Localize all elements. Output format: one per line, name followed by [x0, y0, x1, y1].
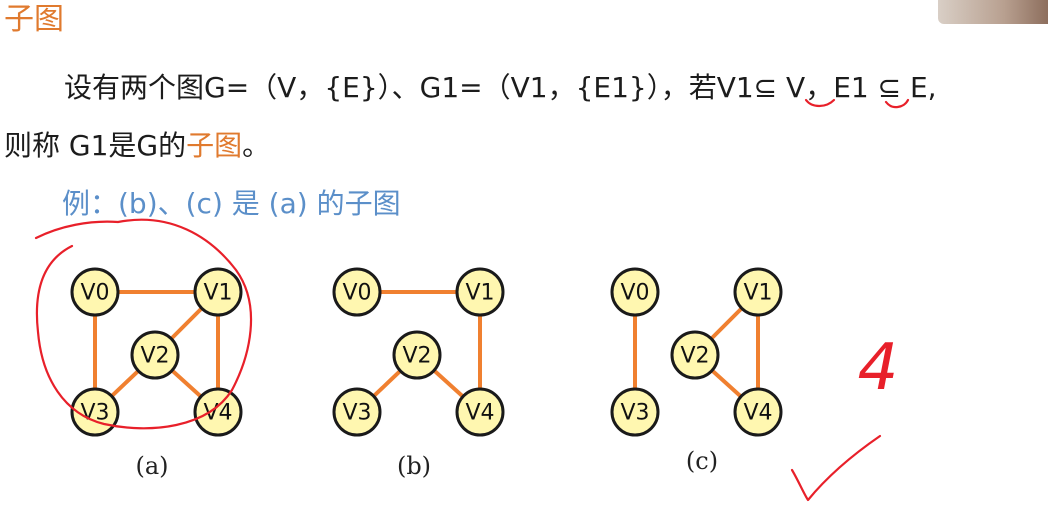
definition-line-2: 则称 G1是G的子图。: [4, 124, 270, 164]
node-label-v1: V1: [743, 281, 772, 306]
definition-highlight: 子图: [186, 129, 243, 162]
node-v1: [193, 267, 243, 317]
node-v4: [193, 387, 243, 437]
node-label-v4: V4: [465, 401, 494, 426]
node-v3: [610, 387, 660, 437]
node-label-v3: V3: [342, 401, 371, 426]
hand-underline-v1: [804, 98, 836, 108]
node-v0: [610, 267, 660, 317]
node-label-v3: V3: [620, 401, 649, 426]
definition-text: 则称 G1是G的: [4, 129, 187, 162]
graph-caption: (c): [686, 447, 718, 475]
graph-caption: (b): [397, 452, 431, 480]
node-label-v2: V2: [680, 344, 709, 369]
node-label-v4: V4: [743, 401, 772, 426]
handwritten-number: 4: [858, 331, 899, 405]
definition-period: 。: [242, 129, 271, 162]
node-v0: [70, 267, 120, 317]
node-v3: [332, 387, 382, 437]
example-text: 例：(b)、(c) 是 (a) 的子图: [62, 187, 401, 220]
node-label-v1: V1: [465, 281, 494, 306]
page-title: 子图: [4, 2, 64, 37]
hand-underline-v: [884, 98, 910, 109]
graph-caption: (a): [135, 452, 168, 480]
node-v4: [733, 387, 783, 437]
node-label-v0: V0: [620, 281, 649, 306]
node-label-v2: V2: [402, 344, 431, 369]
node-v2: [130, 330, 180, 380]
node-v1: [733, 267, 783, 317]
node-label-v0: V0: [80, 281, 109, 306]
node-v2: [670, 330, 720, 380]
node-label-v1: V1: [203, 281, 232, 306]
node-label-v0: V0: [342, 281, 371, 306]
hand-circle-around-graph-a: [34, 218, 253, 430]
node-v1: [455, 267, 505, 317]
webcam-overlay: [938, 0, 1048, 24]
handwritten-annotations: [34, 98, 910, 502]
definition-line-1: 设有两个图G=（V，{E}）、G1=（V1，{E1}），若V1⊆ V，E1 ⊆ …: [64, 71, 937, 104]
node-v4: [455, 387, 505, 437]
hand-checkmark: [790, 434, 882, 502]
node-label-v2: V2: [140, 344, 169, 369]
node-v0: [332, 267, 382, 317]
node-v2: [392, 330, 442, 380]
